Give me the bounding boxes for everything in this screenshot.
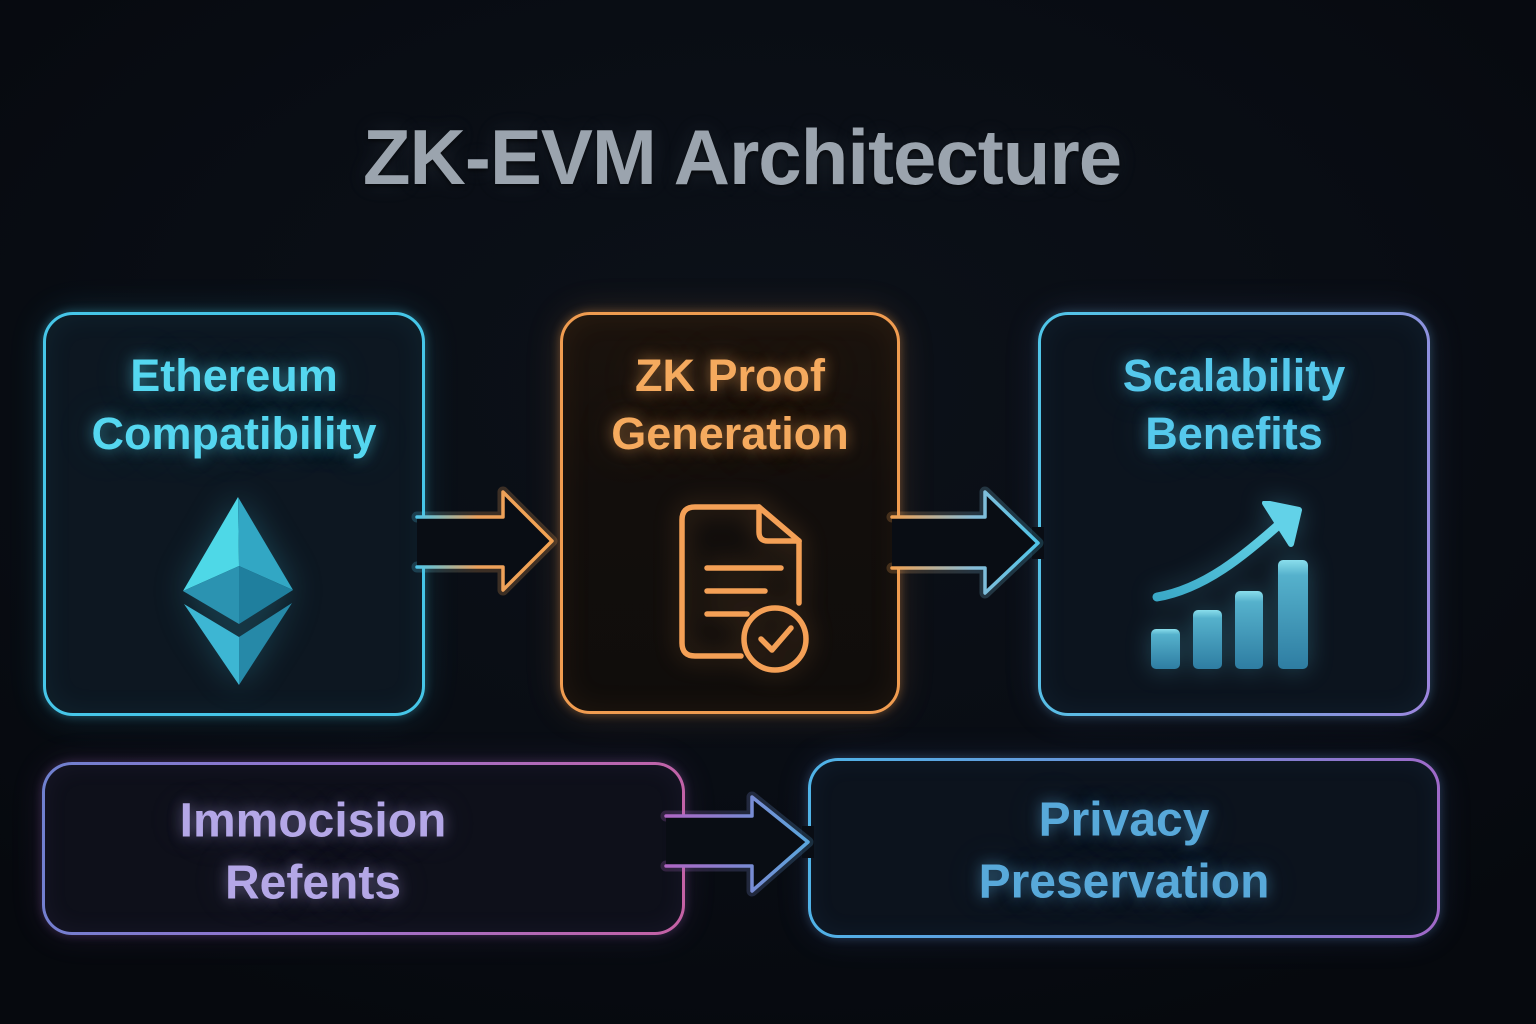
node-zk-proof-generation: ZK Proof Generation (560, 312, 900, 714)
document-check-icon (679, 504, 809, 673)
node-scalability-label-line1: Scalability (1122, 350, 1346, 401)
page-title: ZK-EVM Architecture (362, 113, 1122, 201)
node-scalability-benefits: Scalability Benefits (1038, 312, 1430, 716)
growth-bar-chart-icon (1151, 501, 1308, 669)
ethereum-icon (183, 497, 293, 685)
node-privacy-preservation: Privacy Preservation (808, 758, 1440, 938)
node-ethereum-label: Ethereum Compatibility (46, 315, 422, 463)
node-scalability-surface: Scalability Benefits (1041, 315, 1427, 713)
node-privacy-label-line2: Preservation (978, 855, 1270, 909)
flow-arrow-ethereum-to-zkproof (411, 486, 558, 596)
node-scalability-label: Scalability Benefits (1041, 315, 1427, 463)
node-zkproof-label: ZK Proof Generation (563, 315, 897, 463)
node-privacy-label-line1: Privacy (1038, 793, 1210, 847)
node-immocision-label-line2: Refents (224, 856, 402, 910)
node-ethereum-compatibility: Ethereum Compatibility (43, 312, 425, 716)
node-immocision-label-line1: Immocision (179, 794, 447, 848)
flow-arrow-zkproof-to-scalability (886, 486, 1044, 599)
node-immocision-refents: Immocision Refents (42, 762, 685, 935)
node-zkproof-label-line2: Generation (611, 408, 849, 459)
flow-arrow-immocision-to-privacy (660, 791, 814, 897)
node-privacy-surface: Privacy Preservation (811, 761, 1437, 935)
node-ethereum-label-line1: Ethereum (130, 350, 338, 401)
node-scalability-label-line2: Benefits (1145, 408, 1323, 459)
node-zkproof-label-line1: ZK Proof (635, 350, 825, 401)
node-privacy-label: Privacy Preservation (811, 790, 1437, 914)
node-immocision-label: Immocision Refents (45, 790, 581, 914)
node-ethereum-label-line2: Compatibility (91, 408, 377, 459)
node-immocision-surface: Immocision Refents (45, 765, 682, 932)
